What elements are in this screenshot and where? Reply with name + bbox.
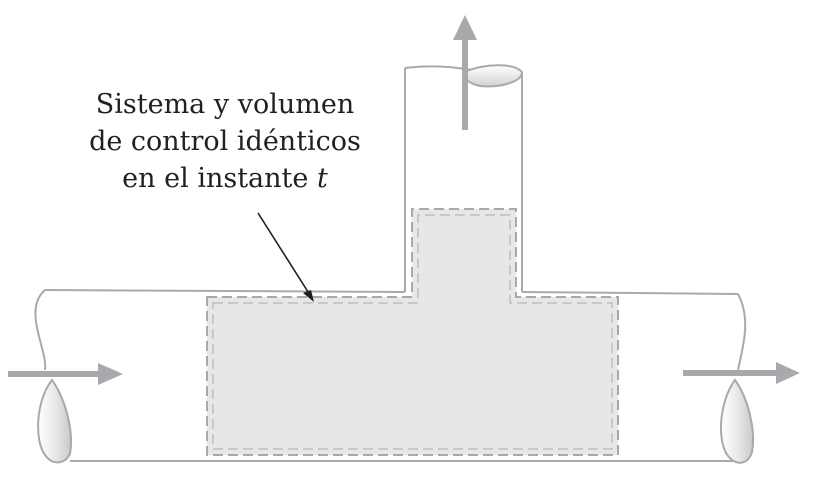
caption-line-1: Sistema y volumen: [95, 89, 355, 120]
control-volume-region: [206, 208, 619, 456]
right-pipe-cross-section: [719, 378, 754, 464]
left-pipe-end-curve: [34, 289, 47, 371]
control-volume-inner-boundary: [212, 214, 613, 450]
main-pipe-top-wall-left: [44, 289, 406, 293]
branch-outlet-flow-arrow: [453, 15, 477, 130]
diagram-caption: Sistema y volumen de control idénticos e…: [40, 86, 410, 197]
caption-line-3-text: en el instante: [122, 163, 317, 194]
branch-pipe-cross-section: [461, 64, 524, 88]
main-pipe-top-wall-right: [521, 291, 739, 295]
pipe-outline: [34, 65, 747, 462]
inlet-flow-arrow: [8, 363, 123, 385]
caption-line-2: de control idénticos: [89, 126, 361, 157]
outlet-flow-arrow: [683, 362, 800, 384]
caption-time-variable: t: [316, 163, 328, 194]
left-pipe-cross-section: [37, 378, 72, 464]
caption-line-3: en el instante t: [40, 160, 410, 197]
branch-top-edge: [404, 65, 471, 71]
right-pipe-end-curve: [737, 293, 747, 371]
pointer-arrow: [257, 212, 314, 302]
